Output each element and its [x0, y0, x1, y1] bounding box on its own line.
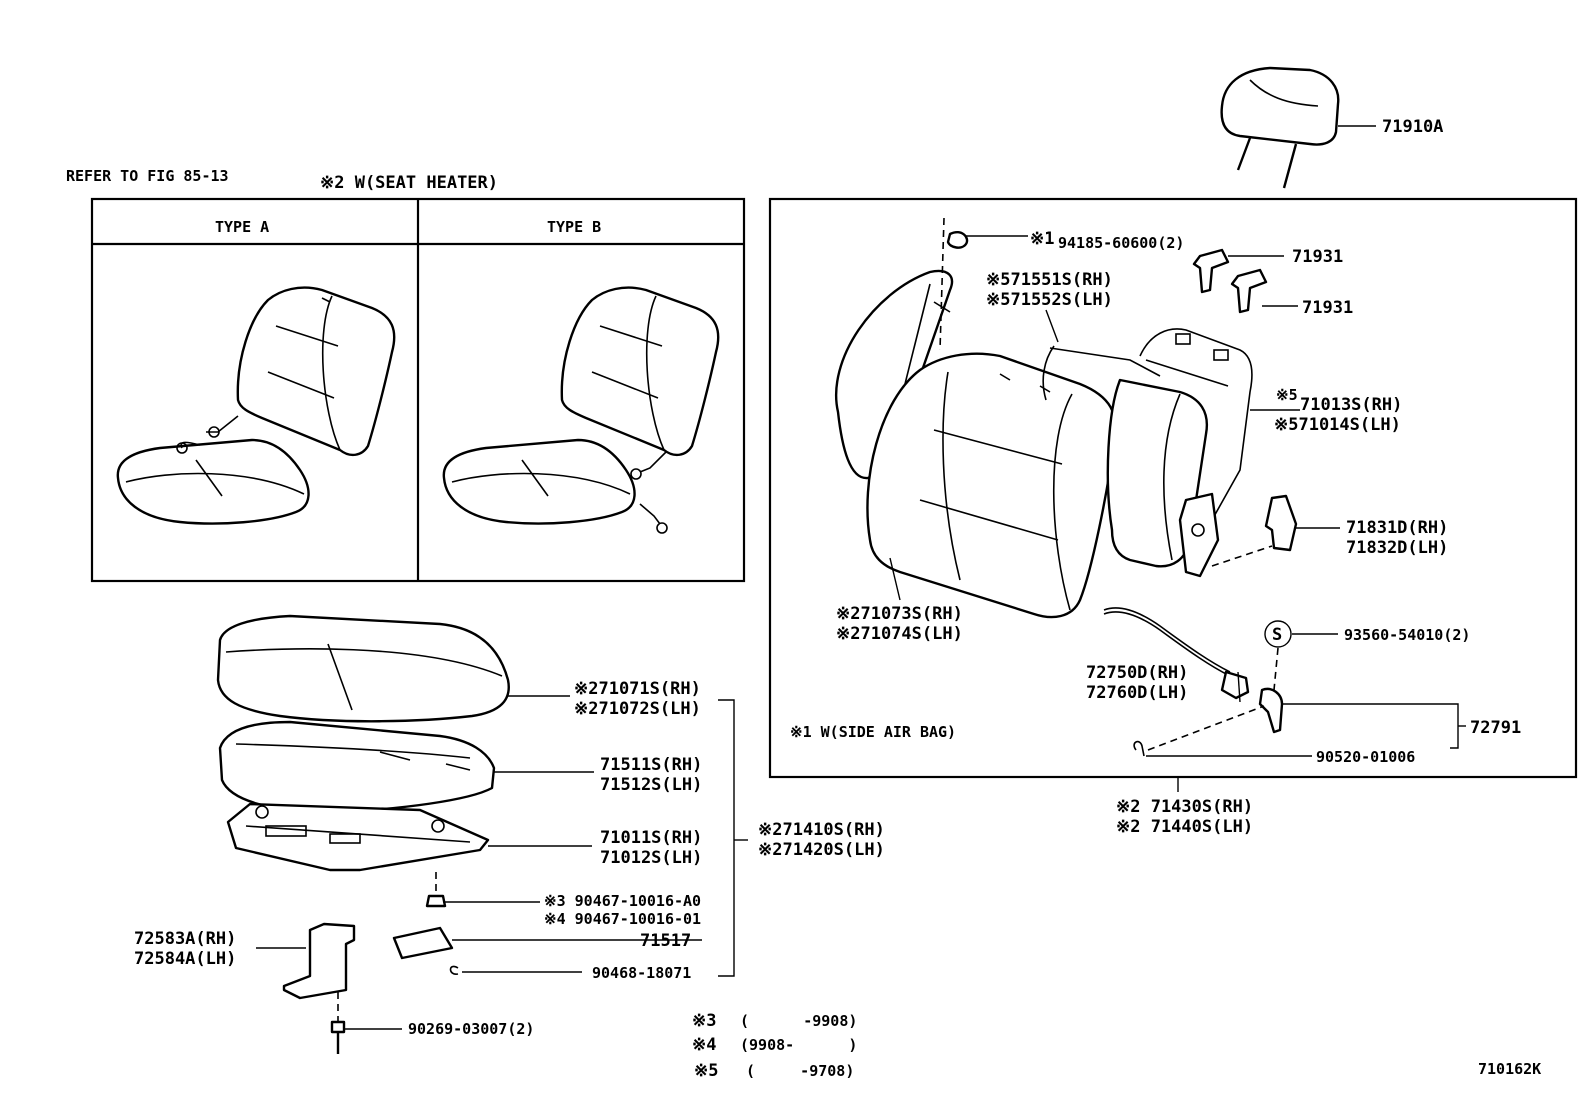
headrest-illustration — [1220, 66, 1376, 189]
figure-code: 710162K — [1478, 1060, 1541, 1078]
label-hinge-cover-rh: 71831D(RH) — [1346, 518, 1448, 538]
label-recliner-rod-rh: 72750D(RH) — [1086, 663, 1188, 683]
label-pad-plate: 71517 — [640, 931, 691, 951]
footnotes: ※3 ( -9908) ※4 (9908- ) ※5 ( -9708) — [692, 1011, 857, 1081]
footnote-5-text: ( -9708) — [746, 1062, 854, 1080]
lever-illustration — [1258, 687, 1466, 749]
footnote-3-mark: ※3 — [692, 1011, 716, 1031]
label-clip-2: 90468-18071 — [592, 964, 691, 982]
side-airbag-label: ※1 W(SIDE AIR BAG) — [790, 723, 956, 741]
label-cushion-frame-rh: 71011S(RH) — [600, 828, 702, 848]
headrest-holder-lower-illustration — [1230, 268, 1298, 314]
label-screw: 93560-54010(2) — [1344, 626, 1470, 644]
refer-fig-label: REFER TO FIG 85-13 — [66, 167, 229, 185]
seat-cushion-frame-illustration — [226, 802, 490, 872]
label-bolt-4: ※4 90467-10016-01 — [544, 910, 701, 928]
label-hinge-cover-lh: 71832D(LH) — [1346, 538, 1448, 558]
label-seatback-assy-rh: ※2 71430S(RH) — [1116, 797, 1253, 817]
seat-heater-label: ※2 W(SEAT HEATER) — [320, 173, 498, 193]
label-back-cover-lh: ※271074S(LH) — [836, 624, 963, 644]
footnote-4-mark: ※4 — [692, 1035, 716, 1055]
clip-illustration — [1133, 705, 1312, 757]
label-clip: 90520-01006 — [1316, 748, 1415, 766]
label-bolt: 90269-03007(2) — [408, 1020, 534, 1038]
support-nut-mark: ※1 — [1030, 229, 1054, 249]
type-b-seat-illustration — [442, 286, 720, 534]
label-back-pad-lh: ※571552S(LH) — [986, 290, 1113, 310]
label-holder-2: 71931 — [1302, 298, 1353, 318]
screw-s-illustration: S — [1264, 620, 1338, 691]
footnote-3-text: ( -9908) — [740, 1012, 857, 1030]
footnote-4-text: (9908- ) — [740, 1036, 857, 1054]
seatback-detail-box — [768, 197, 1578, 779]
type-a-header: TYPE A — [215, 218, 269, 236]
bottom-bolt-illustration — [330, 1020, 402, 1054]
seat-heater-type-table: TYPE A TYPE B — [90, 197, 746, 583]
pad-plate-illustration — [392, 926, 702, 960]
label-back-frame-lh: ※571014S(LH) — [1274, 415, 1401, 435]
label-lever: 72791 — [1470, 718, 1521, 738]
back-frame-mark: ※5 — [1276, 386, 1298, 404]
cushion-bolt-illustration — [425, 872, 540, 908]
label-back-cover-rh: ※271073S(RH) — [836, 604, 963, 624]
label-seatback-assy-lh: ※2 71440S(LH) — [1116, 817, 1253, 837]
label-holder-1: 71931 — [1292, 247, 1343, 267]
label-cushion-assy-lh: ※271420S(LH) — [758, 840, 885, 860]
label-bracket-lh: 72584A(LH) — [134, 949, 236, 969]
label-bracket-rh: 72583A(RH) — [134, 929, 236, 949]
label-bolt-3: ※3 90467-10016-A0 — [544, 892, 701, 910]
headrest-holder-upper-illustration — [1192, 248, 1284, 294]
seat-cushion-cover-illustration — [216, 614, 510, 723]
footnote-5-mark: ※5 — [694, 1061, 718, 1081]
type-b-header: TYPE B — [547, 218, 601, 236]
seatback-frame-illustration — [1139, 328, 1300, 578]
recliner-rod-illustration — [1103, 607, 1250, 700]
label-cushion-frame-lh: 71012S(LH) — [600, 848, 702, 868]
label-cushion-pad-lh: 71512S(LH) — [600, 775, 702, 795]
label-cushion-assy-rh: ※271410S(RH) — [758, 820, 885, 840]
screw-s-mark: S — [1272, 625, 1282, 645]
label-back-pad-rh: ※571551S(RH) — [986, 270, 1113, 290]
label-cushion-pad-rh: 71511S(RH) — [600, 755, 702, 775]
seatback-cover-illustration — [866, 352, 1117, 619]
hinge-cover-illustration — [1211, 494, 1340, 567]
label-back-frame-rh: 71013S(RH) — [1300, 395, 1402, 415]
label-cushion-cover-lh: ※271072S(LH) — [574, 699, 701, 719]
label-recliner-rod-lh: 72760D(LH) — [1086, 683, 1188, 703]
side-airbag-module-illustration — [835, 217, 1028, 480]
seat-cushion-pad-illustration — [218, 720, 496, 814]
label-headrest: 71910A — [1382, 117, 1443, 137]
seat-bracket-illustration — [256, 922, 356, 1022]
label-support-nut: 94185-60600(2) — [1058, 234, 1184, 252]
label-cushion-cover-rh: ※271071S(RH) — [574, 679, 701, 699]
type-a-seat-illustration — [116, 286, 396, 525]
clip-small-illustration — [449, 965, 582, 975]
